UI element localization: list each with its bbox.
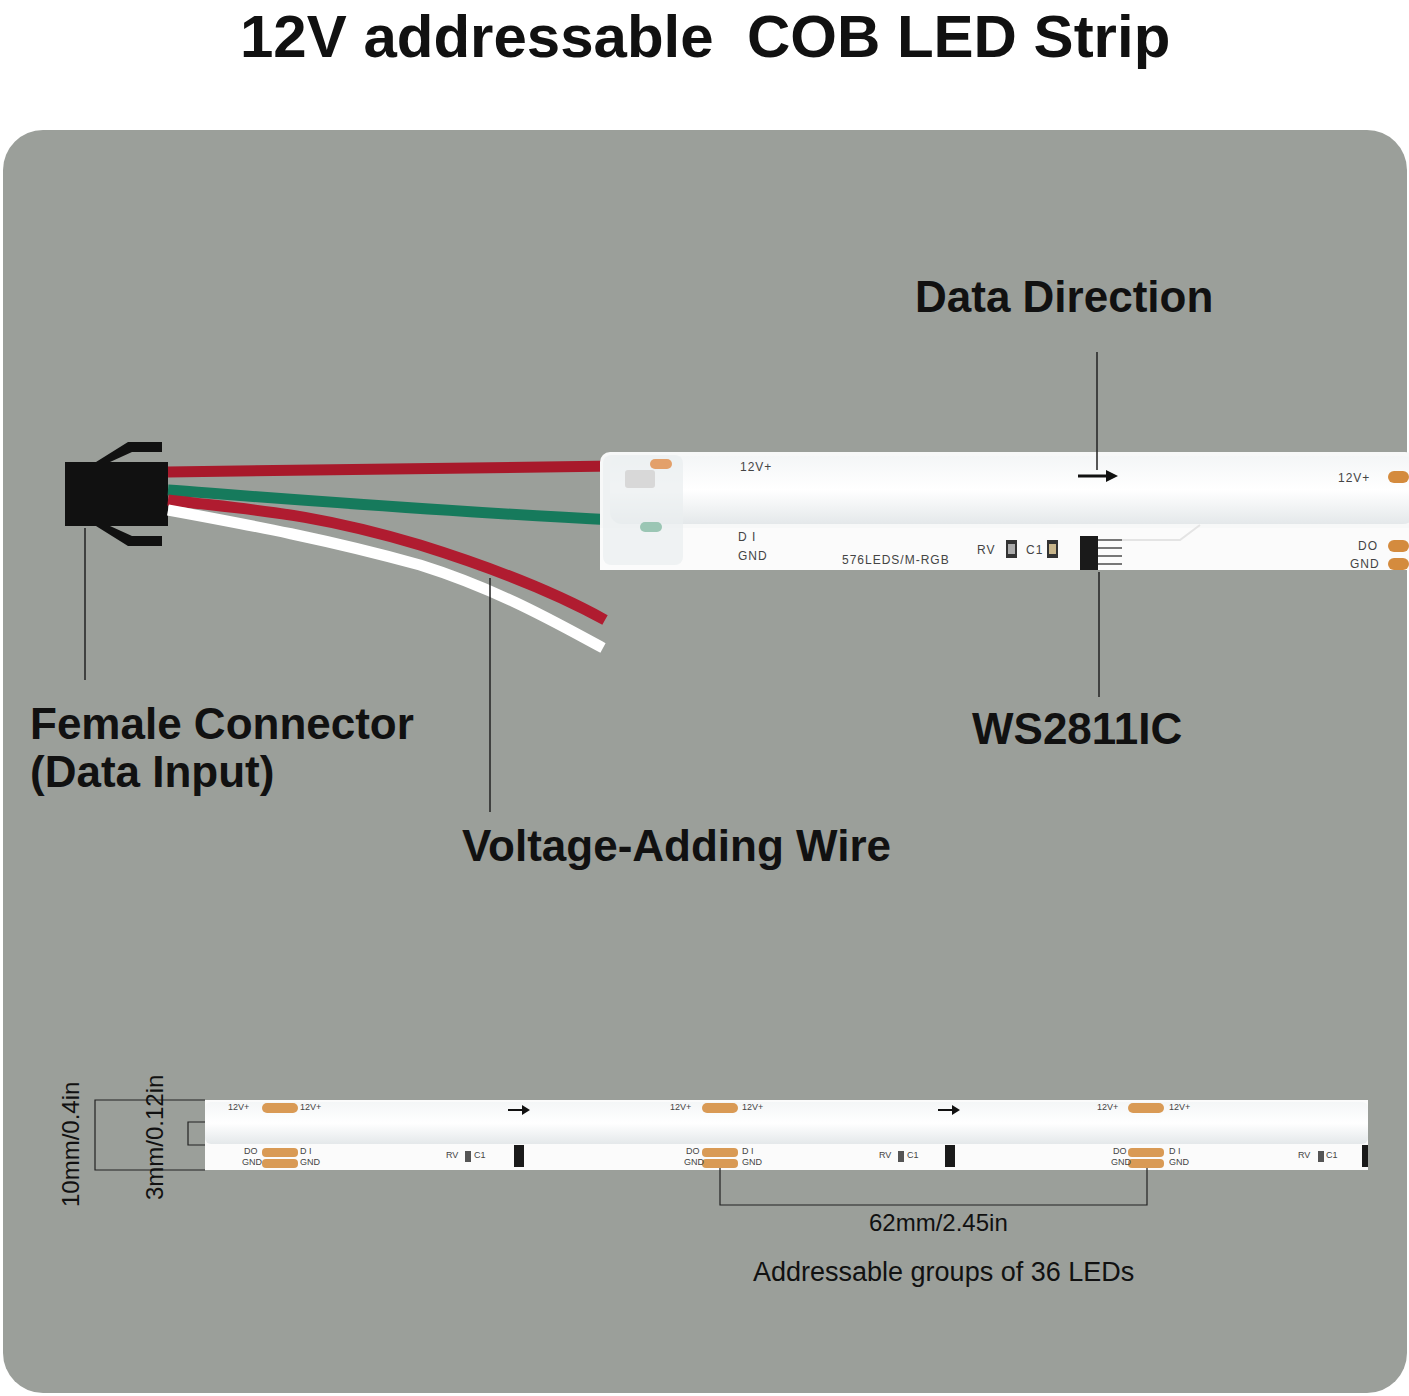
part-marking: C1 xyxy=(1326,1151,1338,1161)
pin-label: 12V+ xyxy=(300,1103,321,1113)
part-marking: RV xyxy=(446,1151,458,1161)
dimension: 3mm/0.12in xyxy=(142,1075,168,1200)
female-connector xyxy=(65,442,168,546)
callout: Data Direction xyxy=(915,273,1213,321)
pin-label: GND xyxy=(1169,1158,1189,1168)
pin-label: DO xyxy=(1113,1147,1127,1157)
pin-label: GND xyxy=(242,1158,262,1168)
strip-segment-view xyxy=(205,1100,1368,1170)
title: 12V addressable COB LED Strip xyxy=(240,4,1170,70)
pin-label: GND xyxy=(1350,558,1380,571)
part-marking: RV xyxy=(1298,1151,1310,1161)
part-marking: 576LEDS/M-RGB xyxy=(842,554,950,567)
pin-label: 12V+ xyxy=(1097,1103,1118,1113)
ic-chip xyxy=(1080,536,1098,570)
pin-label: 12V+ xyxy=(1169,1103,1190,1113)
pin-label: D I xyxy=(742,1147,754,1157)
pin-label: GND xyxy=(1111,1158,1131,1168)
part-marking: C1 xyxy=(1026,544,1043,557)
wires xyxy=(168,466,615,648)
callout: WS2811IC xyxy=(972,705,1182,753)
part-marking: RV xyxy=(879,1151,891,1161)
pin-label: 12V+ xyxy=(228,1103,249,1113)
pin-label: 12V+ xyxy=(742,1103,763,1113)
part-marking: C1 xyxy=(907,1151,919,1161)
pin-label: GND xyxy=(300,1158,320,1168)
pin-label: DO xyxy=(686,1147,700,1157)
note: Addressable groups of 36 LEDs xyxy=(753,1258,1134,1288)
part-marking: C1 xyxy=(474,1151,486,1161)
pin-label: 12V+ xyxy=(740,461,772,474)
dimension: 62mm/2.45in xyxy=(865,1210,1012,1236)
dimension: 10mm/0.4in xyxy=(58,1082,84,1207)
pin-label: DO xyxy=(1358,540,1378,553)
dimension-lines xyxy=(95,1100,1147,1205)
callout: Voltage-Adding Wire xyxy=(462,822,891,870)
pin-label: GND xyxy=(742,1158,762,1168)
pin-label: D I xyxy=(300,1147,312,1157)
background-panel xyxy=(3,130,1407,1393)
pin-label: D I xyxy=(738,531,756,544)
pin-label: 12V+ xyxy=(670,1103,691,1113)
pin-label: GND xyxy=(738,550,768,563)
pin-label: GND xyxy=(684,1158,704,1168)
part-marking: RV xyxy=(977,544,995,557)
pin-label: 12V+ xyxy=(1338,472,1370,485)
callout: Female Connector (Data Input) xyxy=(30,700,470,797)
pin-label: D I xyxy=(1169,1147,1181,1157)
pin-label: DO xyxy=(244,1147,258,1157)
cob-strip xyxy=(600,452,1409,570)
